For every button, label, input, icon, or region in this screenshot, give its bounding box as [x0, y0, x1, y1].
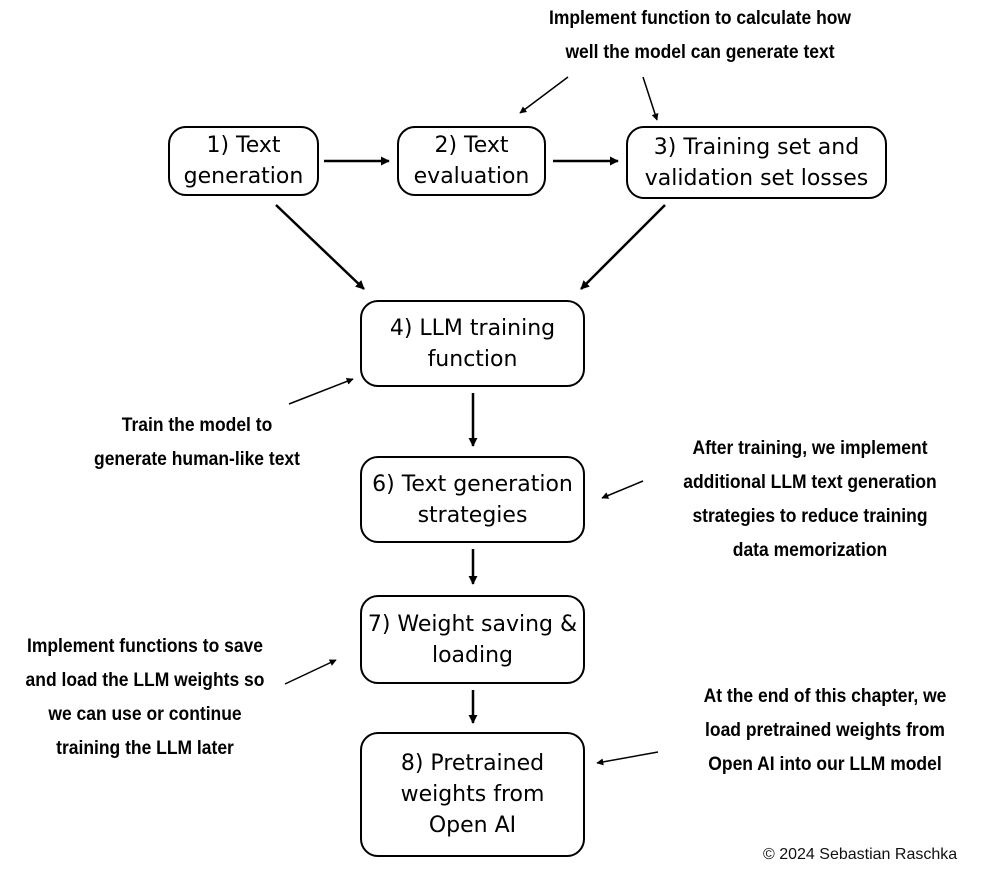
strategies-note: After training, we implement additional … — [663, 432, 957, 568]
strategies-note-line-4: data memorization — [732, 540, 888, 561]
evaluation-note: Implement function to calculate how well… — [498, 2, 903, 70]
pretrained-note-line-2: load pretrained weights from — [705, 720, 945, 741]
step-1-line-1: 1) Text — [206, 133, 281, 158]
step-3-line-1: 3) Training set and — [653, 134, 860, 160]
step-4-line-2: function — [427, 346, 518, 372]
training-note-line-2: generate human-like text — [94, 449, 300, 470]
arrow-step3-to-step4 — [580, 204, 666, 290]
pointer-training-note-to-step4 — [288, 378, 354, 405]
arrow-step1-to-step4 — [275, 204, 365, 290]
evaluation-note-line-2: well the model can generate text — [565, 42, 835, 63]
step-2-line-1: 2) Text — [434, 133, 509, 158]
copyright-notice: © 2024 Sebastian Raschka — [763, 846, 958, 863]
step-3-losses-box: 3) Training set and validation set losse… — [626, 126, 887, 199]
pretrained-note: At the end of this chapter, we load pret… — [678, 680, 972, 782]
saving-note: Implement functions to save and load the… — [12, 630, 279, 766]
step-1-text-generation-box: 1) Text generation — [168, 126, 319, 196]
pointer-saving-note-to-step7 — [284, 659, 337, 685]
pointer-pretrained-note-to-step8 — [596, 751, 659, 766]
step-8-line-3: Open AI — [428, 813, 517, 838]
evaluation-note-line-1: Implement function to calculate how — [548, 8, 852, 29]
step-7-line-1: 7) Weight saving & — [367, 611, 578, 637]
pretrained-note-line-1: At the end of this chapter, we — [703, 686, 947, 707]
step-1-line-2: generation — [183, 164, 304, 189]
pointer-evaluation-note-to-step2 — [519, 76, 569, 114]
saving-note-line-2: and load the LLM weights so — [25, 670, 265, 691]
strategies-note-line-2: additional LLM text generation — [683, 472, 937, 493]
strategies-note-line-1: After training, we implement — [692, 438, 928, 459]
strategies-note-line-3: strategies to reduce training — [692, 506, 928, 527]
step-6-line-1: 6) Text generation — [372, 471, 573, 497]
pointer-evaluation-note-to-step3 — [642, 76, 659, 121]
pretrained-note-line-3: Open AI into our LLM model — [708, 754, 942, 775]
step-6-line-2: strategies — [417, 502, 528, 528]
step-8-pretrained-weights-box: 8) Pretrained weights from Open AI — [360, 732, 585, 857]
step-2-line-2: evaluation — [413, 164, 530, 189]
training-note: Train the model to generate human-like t… — [73, 409, 321, 477]
pointer-strategies-note-to-step6 — [601, 480, 644, 499]
step-4-llm-training-function-box: 4) LLM training function — [360, 300, 585, 387]
step-6-generation-strategies-box: 6) Text generation strategies — [360, 456, 585, 543]
step-3-line-2: validation set losses — [644, 165, 869, 191]
step-2-text-evaluation-box: 2) Text evaluation — [397, 126, 546, 196]
saving-note-line-3: we can use or continue — [48, 704, 242, 725]
step-8-line-1: 8) Pretrained — [400, 751, 545, 776]
step-7-line-2: loading — [431, 642, 514, 668]
step-7-weight-saving-box: 7) Weight saving & loading — [360, 595, 585, 684]
training-note-line-1: Train the model to — [121, 415, 273, 436]
saving-note-line-1: Implement functions to save — [26, 636, 264, 657]
step-4-line-1: 4) LLM training — [389, 315, 556, 341]
step-8-line-2: weights from — [400, 782, 545, 807]
saving-note-line-4: training the LLM later — [56, 738, 234, 759]
